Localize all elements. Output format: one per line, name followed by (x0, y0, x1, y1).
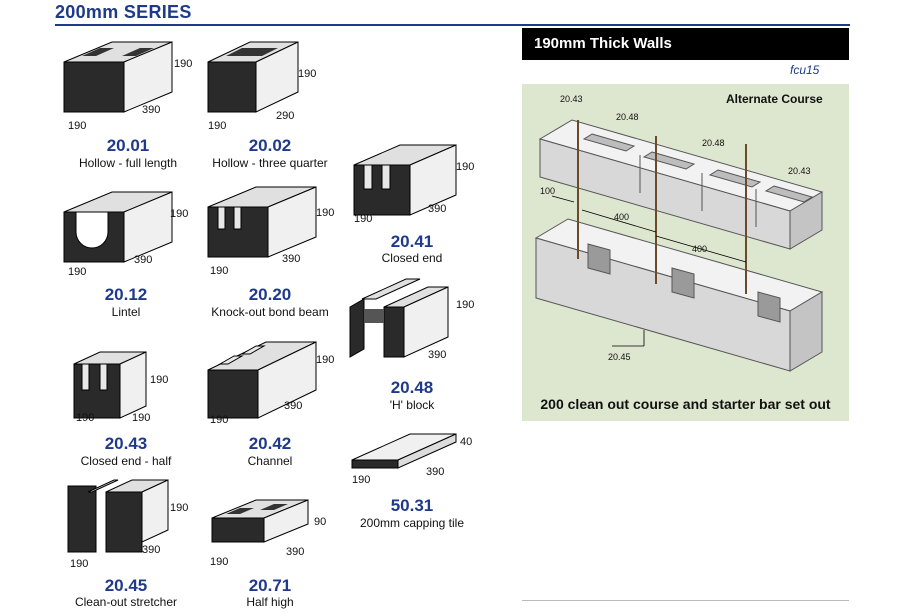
dim-height: 190 (316, 207, 335, 219)
product-description: Closed end (381, 251, 443, 265)
product-code: 20.12 (104, 285, 148, 304)
product-description: 200mm capping tile (359, 516, 465, 530)
dim-length: 390 (426, 466, 445, 478)
dim-height: 190 (170, 208, 189, 220)
dim-width: 190 (208, 120, 227, 132)
dim-length: 390 (142, 544, 161, 556)
dim-height: 190 (174, 58, 193, 70)
starter-bar-diagram: Alternate Course 20.43 20.48 20.48 20.43… (522, 84, 849, 421)
product-code: 20.71 (248, 576, 292, 595)
block-channel-icon (207, 341, 317, 419)
product-code: 50.31 (390, 496, 434, 515)
label-20-43-right: 20.43 (788, 166, 811, 176)
wall-course-illustration (534, 119, 824, 372)
dim-height: 190 (456, 161, 475, 173)
dim-length: 390 (134, 254, 153, 266)
product-20-12: 190 390 190 (62, 190, 212, 290)
dim-length: 390 (428, 349, 447, 361)
dim-height: 90 (314, 516, 327, 528)
product-description: Lintel (111, 305, 141, 319)
product-20-48: 190 390 (348, 278, 498, 370)
dim-length: 390 (142, 104, 161, 116)
dim-length: 290 (276, 110, 295, 122)
product-code: 20.20 (248, 285, 292, 304)
block-hollow-three-quarter-icon (207, 41, 299, 113)
product-50-31: 40 390 190 (350, 432, 500, 492)
dim-length: 390 (282, 253, 301, 265)
label-20-48-left: 20.48 (616, 112, 639, 122)
figure-reference: fcu15 (790, 63, 820, 77)
dim-height: 190 (150, 374, 169, 386)
title-rule (55, 24, 850, 26)
dim-width: 190 (76, 412, 95, 424)
dim-width: 190 (210, 556, 229, 568)
dim-length: 390 (428, 203, 447, 215)
dim-length: 390 (284, 400, 303, 412)
product-description: Clean-out stretcher (74, 595, 178, 609)
dim-width: 190 (352, 474, 371, 486)
page-title: 200mm SERIES (55, 2, 192, 22)
product-code: 20.41 (390, 232, 434, 251)
dim-width: 190 (68, 266, 87, 278)
dim-width: 190 (210, 414, 229, 426)
dim-thickness: 40 (460, 436, 473, 448)
product-code: 20.01 (106, 136, 150, 155)
block-hollow-full-icon (63, 41, 173, 113)
block-h-block-icon (349, 278, 449, 358)
label-400-second: 400 (692, 244, 708, 254)
product-description: Knock-out bond beam (211, 305, 329, 319)
label-20-45: 20.45 (608, 352, 631, 362)
diagram-caption: 200 clean out course and starter bar set… (540, 396, 831, 412)
label-400-first: 400 (614, 212, 630, 222)
dim-width: 190 (68, 120, 87, 132)
dim-width: 190 (70, 558, 89, 570)
product-description: Half high (246, 595, 294, 609)
dim-width: 190 (210, 265, 229, 277)
dim-height: 190 (170, 502, 189, 514)
panel-header: 190mm Thick Walls (522, 28, 849, 60)
product-20-01: 190 390 190 (62, 40, 212, 170)
product-20-20: 190 390 190 (206, 185, 356, 285)
dim-height: 190 (298, 68, 317, 80)
block-closed-end-half-icon (73, 351, 147, 419)
panel-title: 190mm Thick Walls (534, 35, 672, 52)
block-closed-end-icon (353, 144, 457, 216)
dim-width: 190 (354, 213, 373, 225)
product-code: 20.45 (104, 576, 148, 595)
product-20-42: 190 390 190 (206, 338, 356, 438)
product-20-71: 90 390 190 (210, 499, 360, 580)
block-half-high-icon (211, 499, 309, 543)
dim-height: 190 (456, 299, 475, 311)
product-description: Hollow - full length (78, 156, 178, 170)
capping-tile-icon (351, 433, 457, 469)
block-lintel-icon (63, 191, 173, 263)
product-20-45: 190 390 190 (66, 479, 216, 580)
product-code: 20.42 (248, 434, 292, 453)
label-20-43-left: 20.43 (560, 94, 583, 104)
product-code: 20.48 (390, 378, 434, 397)
block-clean-out-stretcher-icon (67, 479, 169, 553)
product-code: 20.02 (248, 136, 292, 155)
block-knockout-bond-beam-icon (207, 186, 317, 258)
product-description: Hollow - three quarter (212, 156, 328, 170)
product-20-43: 190 190 190 (72, 350, 192, 430)
product-20-02: 190 290 190 (206, 40, 356, 170)
label-20-48-right: 20.48 (702, 138, 725, 148)
product-description: Channel (247, 454, 293, 468)
diagram-title: Alternate Course (726, 92, 823, 106)
dim-height: 190 (316, 354, 335, 366)
product-20-41: 190 390 190 (352, 143, 502, 238)
panel-footer-rule (522, 600, 849, 601)
dim-length: 390 (286, 546, 305, 558)
dim-length: 190 (132, 412, 151, 424)
product-description: 'H' block (389, 398, 435, 412)
product-code: 20.43 (104, 434, 148, 453)
product-description: Closed end - half (80, 454, 172, 468)
label-100: 100 (540, 186, 556, 196)
